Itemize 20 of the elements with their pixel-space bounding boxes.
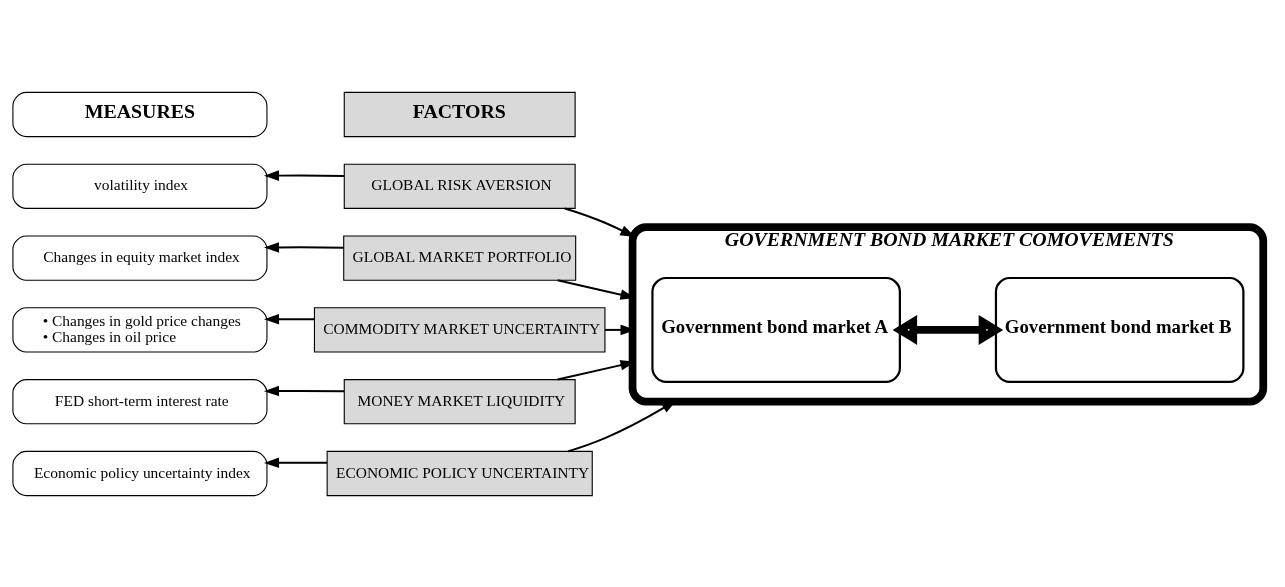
arrow — [263, 385, 346, 396]
arrow — [263, 169, 346, 181]
node-box: GLOBAL RISK AVERSION — [343, 163, 576, 209]
node-box: MEASURES — [12, 91, 268, 137]
node-box: GLOBAL MARKET PORTFOLIO — [343, 234, 577, 281]
node-box: FACTORS — [343, 91, 576, 137]
node-box: volatility index — [12, 163, 268, 209]
arrow — [263, 313, 316, 324]
arrow — [263, 241, 345, 253]
node-box: Government bond market B — [994, 276, 1245, 383]
arrow — [892, 314, 1004, 345]
node-box: Government bond market A — [651, 276, 901, 383]
node-box: Economic policy uncertainty index — [12, 450, 268, 496]
arrow — [263, 457, 329, 468]
node-box: COMMODITY MARKET UNCERTAINTY — [313, 306, 606, 353]
node-box: FED short-term interest rate — [12, 378, 268, 424]
node-box: ECONOMIC POLICY UNCERTAINTY — [326, 450, 593, 496]
node-box: • Changes in gold price changes • Changes in oil price — [12, 306, 268, 353]
node-box: MONEY MARKET LIQUIDITY — [343, 378, 576, 424]
node-box: Changes in equity market index — [12, 234, 268, 281]
